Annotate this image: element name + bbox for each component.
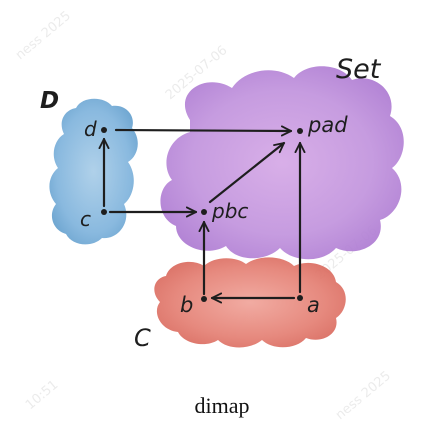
arrows	[98, 125, 306, 304]
node-label-c: c	[80, 207, 91, 231]
node-label-a: a	[307, 293, 320, 317]
svg-text:ness 2025: ness 2025	[13, 9, 74, 64]
d-blob	[49, 98, 138, 245]
figure-caption: dimap	[194, 393, 250, 418]
arrow-d-to-pad	[114, 125, 293, 137]
dot-b	[201, 296, 207, 302]
dot-a	[297, 295, 303, 301]
node-label-d: d	[84, 117, 97, 141]
dot-c	[101, 209, 107, 215]
node-label-pbc: pbc	[211, 199, 248, 223]
node-dots	[101, 127, 303, 302]
set-blob	[160, 66, 404, 260]
node-label-b: b	[180, 293, 193, 317]
label-set: Set	[336, 54, 382, 85]
label-d-category: D	[40, 88, 59, 114]
c-blob	[154, 257, 346, 348]
arrow-pbc-to-pad	[208, 141, 286, 204]
dot-d	[101, 127, 107, 133]
node-label-pad: pad	[307, 113, 348, 137]
dot-pad	[297, 128, 303, 134]
label-c-category: C	[134, 324, 151, 352]
dot-pbc	[201, 209, 207, 215]
